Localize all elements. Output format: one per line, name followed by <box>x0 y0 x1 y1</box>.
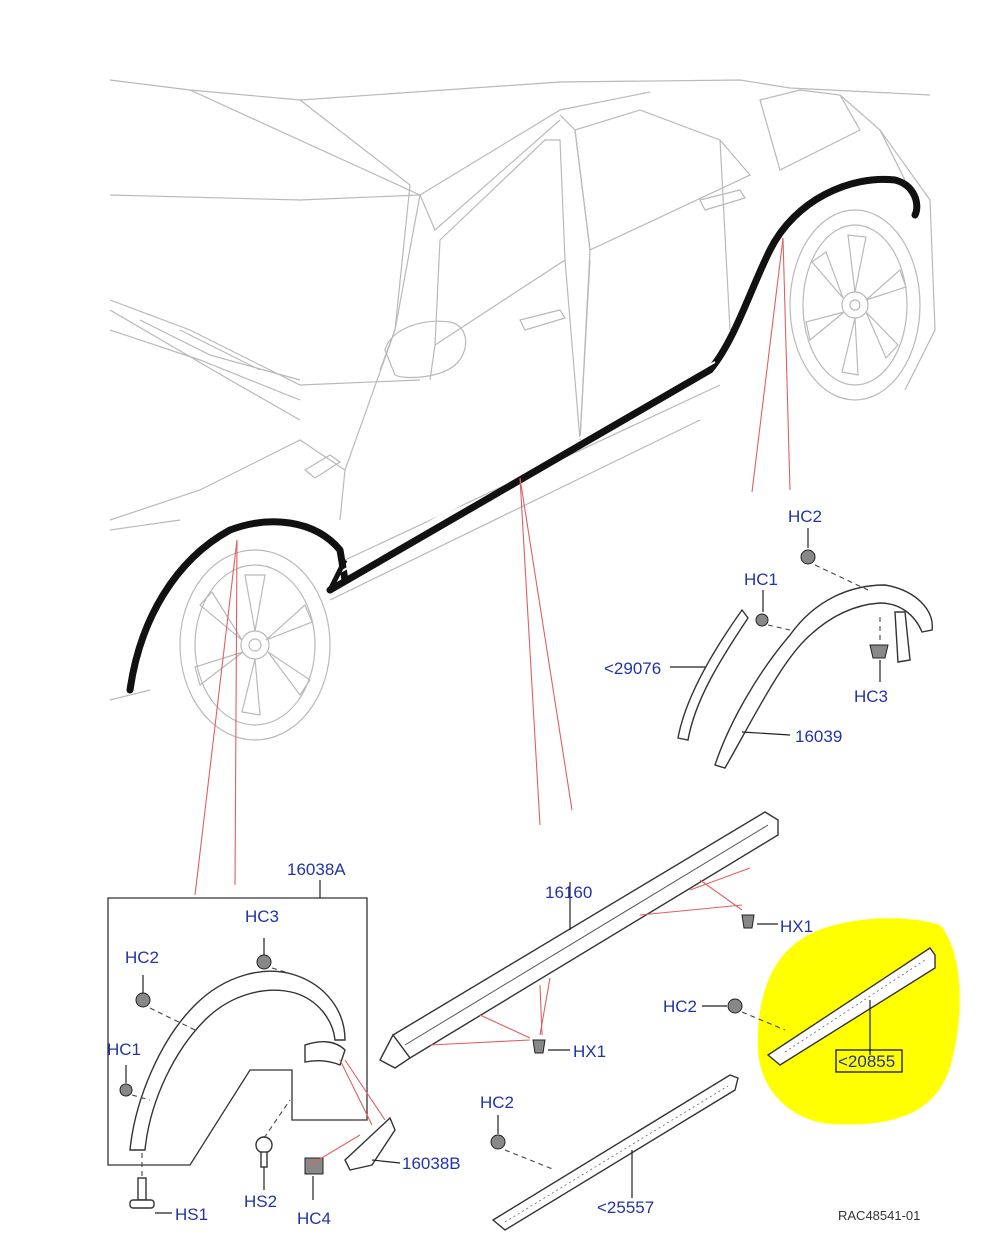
trim-on-vehicle <box>126 175 921 694</box>
sill-assembly <box>379 811 779 1069</box>
screw-hs1 <box>129 1150 155 1209</box>
reference-code: RAC48541-01 <box>838 1208 920 1223</box>
label-20855: <20855 <box>838 1052 895 1071</box>
rear-arch-assembly <box>670 528 933 769</box>
part-25557-assembly <box>490 1074 739 1231</box>
clip-hx1-upper <box>741 914 755 929</box>
part-16038a-shape <box>129 970 346 1151</box>
label-hc1-left: HC1 <box>107 1040 141 1059</box>
assembly-box <box>107 897 368 1166</box>
label-hx1-lower: HX1 <box>573 1042 606 1061</box>
label-29076: <29076 <box>604 659 661 678</box>
label-hx1-upper: HX1 <box>780 917 813 936</box>
label-hc4: HC4 <box>297 1209 331 1228</box>
part-16160-shape <box>392 811 779 1059</box>
part-29076-shape <box>677 608 749 741</box>
label-16039: 16039 <box>795 727 842 746</box>
clip-hc3-top <box>869 615 889 659</box>
label-hs1: HS1 <box>175 1205 208 1224</box>
clip-hc1-top <box>755 613 791 631</box>
clip-hx1-lower <box>532 1039 546 1054</box>
clip-hc2-bottom <box>490 1134 556 1171</box>
screw-hs2 <box>255 1099 291 1168</box>
label-hc2-right: HC2 <box>663 997 697 1016</box>
label-hc3-top: HC3 <box>854 687 888 706</box>
part-16038b-shape <box>344 1116 396 1171</box>
label-hc2-bottom: HC2 <box>480 1093 514 1112</box>
clip-hc1-left <box>119 1083 151 1101</box>
label-16160: 16160 <box>545 883 592 902</box>
label-hc3-left: HC3 <box>245 907 279 926</box>
label-20855-box <box>835 1049 903 1073</box>
part-20855-shape <box>766 947 936 1066</box>
front-arch-assembly <box>107 880 401 1214</box>
label-16038b: 16038B <box>402 1154 461 1173</box>
label-hc1-top: HC1 <box>744 570 778 589</box>
part-20855-assembly <box>702 947 936 1066</box>
clip-hc2-top <box>800 549 869 591</box>
label-hc2-top: HC2 <box>788 507 822 526</box>
part-16039-shape <box>714 584 933 769</box>
label-25557: <25557 <box>597 1198 654 1217</box>
label-16038a: 16038A <box>287 860 346 879</box>
label-hc2-left: HC2 <box>125 948 159 967</box>
callout-lines <box>194 237 791 896</box>
vehicle-outline <box>109 79 936 741</box>
clip-hc2-right <box>727 998 786 1031</box>
label-hs2: HS2 <box>244 1192 277 1211</box>
part-25557-shape <box>491 1074 739 1231</box>
clip-hc4 <box>304 1157 324 1175</box>
